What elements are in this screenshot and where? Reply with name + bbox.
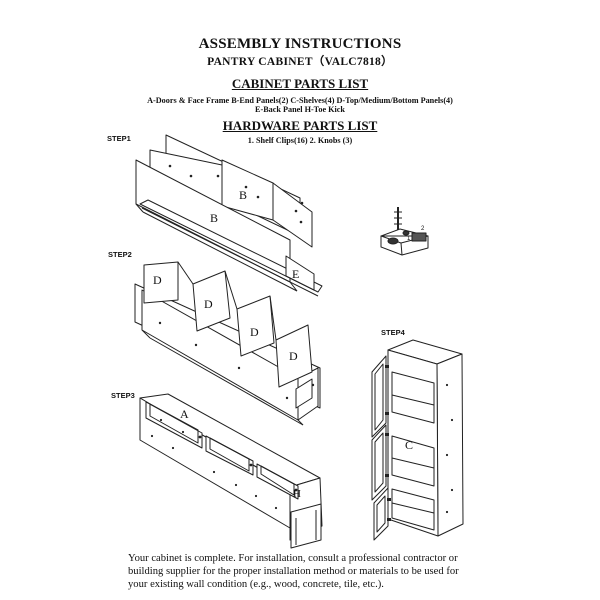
hardware-number-1: 1: [407, 236, 411, 242]
hardware-number-2: 2: [421, 226, 425, 232]
panel-d-4: [275, 324, 313, 388]
completion-note-line-1: Your cabinet is complete. For installati…: [128, 553, 458, 564]
cabinet-parts-line-1: A-Doors & Face Frame B-End Panels(2) C-S…: [147, 96, 453, 105]
step2-drawing: D D D D: [134, 261, 321, 426]
part-label-h: H: [293, 488, 301, 500]
product-subtitle: PANTRY CABINET（VALC7818）: [207, 56, 393, 68]
part-label-e: E: [292, 267, 299, 281]
step4-label: STEP4: [381, 328, 405, 337]
part-label-d-3: D: [250, 325, 259, 339]
hardware-detail-drawing: 1 2: [380, 207, 429, 256]
step4-drawing: C: [371, 339, 464, 541]
part-label-b-upper: B: [239, 188, 247, 202]
step2-label: STEP2: [108, 250, 132, 259]
panel-d-3: [236, 295, 275, 357]
cabinet-parts-line-2: E-Back Panel H-Toe Kick: [255, 105, 345, 114]
page-title: ASSEMBLY INSTRUCTIONS: [198, 36, 402, 52]
completion-note: Your cabinet is complete. For installati…: [128, 552, 468, 591]
toe-kick-h: [290, 503, 322, 549]
part-label-c: C: [405, 438, 413, 452]
part-label-d-2: D: [204, 297, 213, 311]
step1-drawing: B B E: [135, 134, 323, 297]
completion-note-line-2: building supplier for the proper install…: [128, 566, 459, 577]
step1-label: STEP1: [107, 134, 131, 143]
cabinet-parts-heading: CABINET PARTS LIST: [231, 76, 369, 91]
completion-note-line-3: your existing wall condition (e.g., wood…: [128, 579, 384, 590]
door-a-1: [145, 401, 203, 449]
part-label-d-4: D: [289, 349, 298, 363]
part-label-a: A: [180, 407, 189, 421]
panel-d-1: [143, 261, 179, 304]
step3-label: STEP3: [111, 391, 135, 400]
hardware-parts-items: 1. Shelf Clips(16) 2. Knobs (3): [247, 136, 353, 145]
part-label-b-lower: B: [210, 211, 218, 225]
hardware-parts-heading: HARDWARE PARTS LIST: [222, 118, 378, 133]
part-label-d-1: D: [153, 273, 162, 287]
step3-drawing: A H: [139, 393, 323, 549]
panel-d-2: [192, 270, 231, 332]
